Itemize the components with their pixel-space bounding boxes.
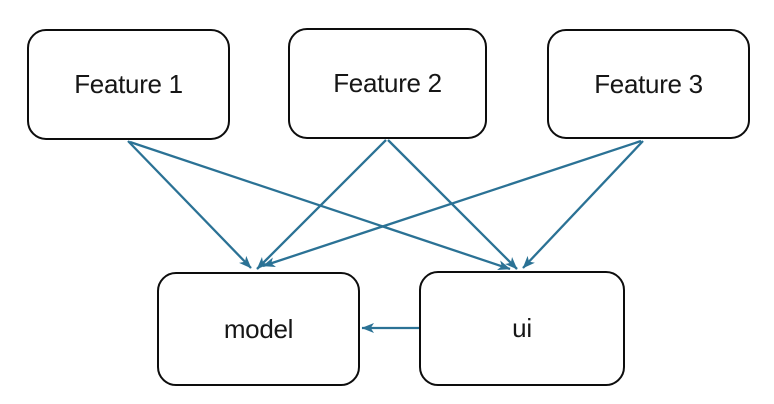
node-feature-2-label: Feature 2 <box>333 68 442 98</box>
node-model-label: model <box>223 313 294 344</box>
edge-feature2-ui <box>387 139 518 270</box>
node-ui: ui <box>419 271 625 386</box>
edge-feature3-model <box>262 139 642 268</box>
edge-feature1-ui <box>129 140 511 271</box>
edge-feature2-model <box>256 139 387 270</box>
node-feature-3-label: Feature 3 <box>594 68 703 99</box>
node-ui-label: ui <box>512 313 532 343</box>
node-feature-1-label: Feature 1 <box>74 69 183 99</box>
edge-feature3-ui <box>522 140 644 269</box>
node-feature-2: Feature 2 <box>288 28 487 139</box>
edge-feature1-model <box>127 140 252 269</box>
node-model: model <box>157 272 360 386</box>
node-feature-3: Feature 3 <box>547 29 750 139</box>
node-feature-1: Feature 1 <box>27 29 230 140</box>
